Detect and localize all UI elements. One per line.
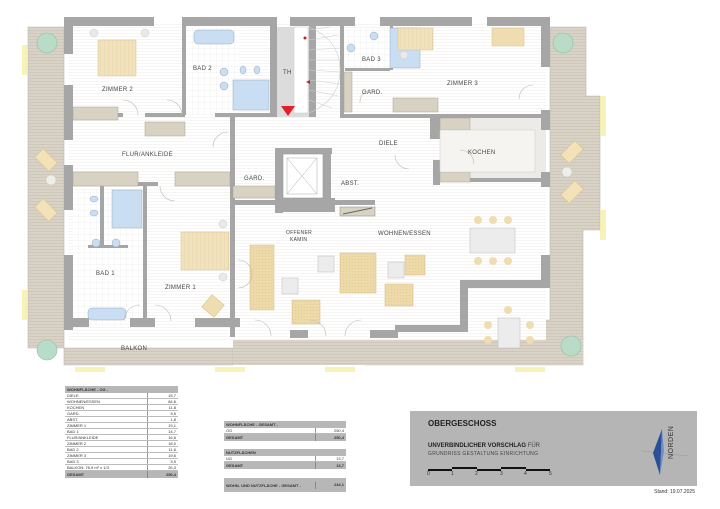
room-label-th: TH (283, 70, 292, 76)
room-label-flur: FLUR/ANKLEIDE (122, 152, 173, 158)
date-stamp: Stand: 19.07.2025 (654, 489, 695, 495)
room-label-abst: ABST. (341, 181, 360, 187)
floor-title: OBERGESCHOSS (428, 419, 497, 428)
wardrobes (72, 71, 471, 199)
room-label-balkon: BALKON (121, 346, 148, 352)
staircase (293, 26, 341, 114)
north-label: NORDEN (668, 425, 675, 459)
area-table-header: WOHNFLÄCHE - OG - (65, 386, 178, 393)
walls (64, 17, 550, 338)
title-block: OBERGESCHOSS UNVERBINDLICHER VORSCHLAG F… (410, 411, 697, 495)
north-arrow-icon (641, 429, 689, 475)
room-label-kamin-2: KAMIN (290, 237, 308, 243)
sanitary-fixtures (87, 27, 486, 321)
balcony-front (233, 340, 583, 365)
utility-table-header: NUTZFLÄCHEN (224, 449, 346, 456)
beds (89, 27, 525, 282)
table-total-row: WOHN- UND NUTZFLÄCHE - GESAMT - 244,1 (224, 478, 346, 492)
table-row: GARD.5,5 (65, 411, 178, 417)
room-label-kochen: KOCHEN (468, 150, 496, 156)
door-swings (122, 84, 534, 337)
room-label-zimmer2: ZIMMER 2 (102, 87, 134, 93)
room-label-kamin-1: OFFENER (286, 230, 312, 236)
room-label-zimmer3: ZIMMER 3 (447, 81, 479, 87)
room-label-bad2: BAD 2 (193, 66, 212, 72)
room-label-bad1: BAD 1 (96, 271, 115, 277)
kitchen-island (439, 129, 536, 173)
combined-area-table: WOHN- UND NUTZFLÄCHE - GESAMT - 244,1 (224, 478, 346, 492)
table-row: ABST.1,8 (65, 417, 178, 423)
scale-bar: 0 1 2 3 4 5 (427, 467, 552, 479)
living-furniture (34, 140, 584, 349)
room-label-bad3: BAD 3 (362, 57, 381, 63)
flower-boxes (22, 45, 606, 372)
disclaimer-title: UNVERBINDLICHER VORSCHLAG FÜR (428, 443, 541, 449)
room-label-diele: DIELE (379, 141, 398, 147)
entrance-arrow (281, 106, 295, 116)
room-label-gard-mid: GARD. (244, 176, 265, 182)
disclaimer-subtitle: GRUNDRISS GESTALTUNG EINRICHTUNG (428, 451, 539, 457)
total-table-header: WOHNFLÄCHE - GESAMT - (224, 421, 346, 428)
elevator (282, 153, 324, 199)
room-label-wohnen: WOHNEN/ESSEN (378, 231, 431, 237)
floor-plan: ZIMMER 2 BAD 2 TH BAD 3 ZIMMER 3 GARD. F… (22, 17, 606, 372)
plants (36, 32, 582, 361)
room-label-gard-top: GARD. (362, 90, 383, 96)
floor-plan-drawing (22, 17, 606, 372)
room-label-zimmer1: ZIMMER 1 (165, 285, 197, 291)
